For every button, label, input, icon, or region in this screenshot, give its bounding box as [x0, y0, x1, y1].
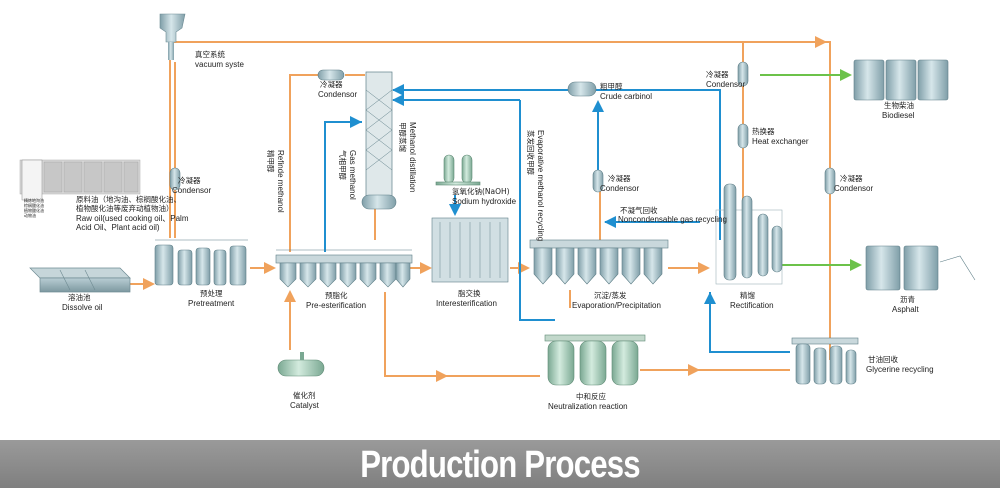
condensor-right-label-en: Condensor — [834, 184, 873, 193]
asphalt-label-zh: 沥青 — [900, 294, 915, 304]
condensor-right — [824, 167, 836, 195]
condensor-tr-label-en: Condensor — [706, 80, 745, 89]
pre-esterification-unit — [275, 249, 413, 288]
catalyst-label-zh: 催化剂 — [293, 390, 316, 400]
rectification-unit — [715, 183, 783, 285]
condensor-right-label-zh: 冷凝器 — [840, 173, 863, 183]
evaporation-unit — [529, 239, 669, 285]
inter-label-en: Interesterification — [436, 299, 497, 308]
rect-label-en: Rectification — [730, 301, 774, 310]
dissolve-label-en: Dissolve oil — [62, 303, 103, 312]
rawoil-label-en2: Acid Oil、Plant acid oil) — [76, 223, 160, 232]
biodiesel-tanks — [853, 59, 949, 101]
neutral-label-zh: 中和反应 — [576, 391, 606, 401]
evap-label-en: Evaporation/Precipitation — [572, 301, 661, 310]
interesterification-unit — [431, 217, 509, 283]
inter-label-zh: 脂交换 — [458, 288, 481, 298]
condensor-vac-label-en: Condensor — [172, 186, 211, 195]
rawoil-label-zh2: 植物酸化油等废弃动植物油） — [76, 203, 174, 213]
condensor-vacuum — [169, 167, 181, 191]
heatex-label-en: Heat exchanger — [752, 137, 809, 146]
vacuum-system — [159, 13, 186, 60]
glycerine-recycling-unit — [791, 337, 859, 385]
blue-pipes — [324, 84, 790, 353]
condensor-top-label-en: Condensor — [318, 90, 357, 99]
asphalt-tanks — [865, 245, 976, 291]
asphalt-label-en: Asphalt — [892, 305, 919, 314]
noncond-label-en: Noncondensable gas recycling — [618, 215, 727, 224]
neutral-label-en: Neutralization reaction — [548, 402, 628, 411]
refinde-label-zh: 精甲醇 — [266, 150, 276, 173]
gasmeth-label-zh: 气相甲醇 — [338, 150, 348, 180]
production-process-title: Production Process — [360, 444, 640, 486]
barrel-label-3: 植物酸化油 — [24, 207, 44, 213]
raw-oil-barrels: 精炼地沟油 棕榈酸化油 植物酸化油 动物油 — [19, 159, 141, 218]
labels: 真空系统 vacuum syste 冷凝器 Condensor 原料油（地沟油、… — [62, 49, 934, 411]
condensor-mid — [592, 169, 604, 193]
methdist-label-en: Methanol distillation — [408, 122, 417, 192]
biodiesel-label-zh: 生物柴油 — [884, 100, 914, 110]
pretreat-label-zh: 预处理 — [200, 288, 223, 298]
naoh-label-zh: 氢氧化钠(NaOH) — [452, 186, 510, 196]
gasmeth-label-en: Gas methanol — [348, 150, 357, 200]
condensor-top — [317, 69, 345, 81]
heatex-label-zh: 热换器 — [752, 126, 775, 136]
naoh-label-en: Sodium hydroxide — [452, 197, 517, 206]
preester-label-en: Pre-esterification — [306, 301, 366, 310]
crude-label-en: Crude carbinol — [600, 92, 652, 101]
condensor-tr-label-zh: 冷凝器 — [706, 69, 729, 79]
catalyst-label-en: Catalyst — [290, 401, 320, 410]
rect-label-zh: 精馏 — [740, 290, 755, 300]
preester-label-zh: 预脂化 — [325, 290, 348, 300]
glycerine-label-zh: 甘油回收 — [868, 354, 898, 364]
pretreat-label-en: Pretreatment — [188, 299, 235, 308]
methdist-label-zh: 甲醇蒸馏 — [398, 122, 408, 152]
catalyst-tank — [277, 352, 325, 377]
barrel-label-2: 棕榈酸化油 — [24, 202, 44, 208]
barrel-label-1: 精炼地沟油 — [24, 197, 44, 203]
green-pipes — [760, 69, 862, 271]
pretreatment-unit — [154, 239, 248, 286]
condensor-top-right — [737, 61, 749, 87]
biodiesel-label-en: Biodiesel — [882, 111, 915, 120]
barrel-label-4: 动物油 — [24, 212, 36, 218]
heat-exchanger — [737, 123, 749, 149]
condensor-mid-label-en: Condensor — [600, 184, 639, 193]
rawoil-label-zh1: 原料油（地沟油、棕榈酸化油、 — [76, 194, 181, 204]
dissolve-label-zh: 溶油池 — [68, 292, 91, 302]
vacuum-label-zh: 真空系统 — [195, 49, 225, 59]
crude-label-zh: 粗甲醇 — [600, 81, 623, 91]
condensor-top-label-zh: 冷凝器 — [320, 79, 343, 89]
methanol-distillation-column — [361, 71, 397, 210]
dissolve-oil-pool — [29, 267, 131, 293]
condensor-mid-label-zh: 冷凝器 — [608, 173, 631, 183]
evapmeth-label-en: Evaporative methanol recycling — [536, 130, 545, 241]
condensor-vac-label-zh: 冷凝器 — [178, 175, 201, 185]
vacuum-label-en: vacuum syste — [195, 60, 244, 69]
rawoil-label-en1: Raw oil(used cooking oil、Palm — [76, 214, 189, 223]
glycerine-label-en: Glycerine recycling — [866, 365, 934, 374]
evapmeth-label-zh: 蒸发回收甲醇 — [526, 130, 536, 175]
noncond-label-zh: 不凝气回收 — [620, 205, 658, 215]
crude-carbinol-tank — [567, 81, 597, 97]
footer-banner: Production Process — [0, 440, 1000, 488]
process-diagram: 精炼地沟油 棕榈酸化油 植物酸化油 动物油 — [19, 13, 976, 411]
neutralization-unit — [544, 334, 646, 386]
refinde-label-en: Refinde methanol — [276, 150, 285, 213]
evap-label-zh: 沉淀/蒸发 — [594, 290, 627, 300]
naoh-tanks — [435, 154, 481, 186]
